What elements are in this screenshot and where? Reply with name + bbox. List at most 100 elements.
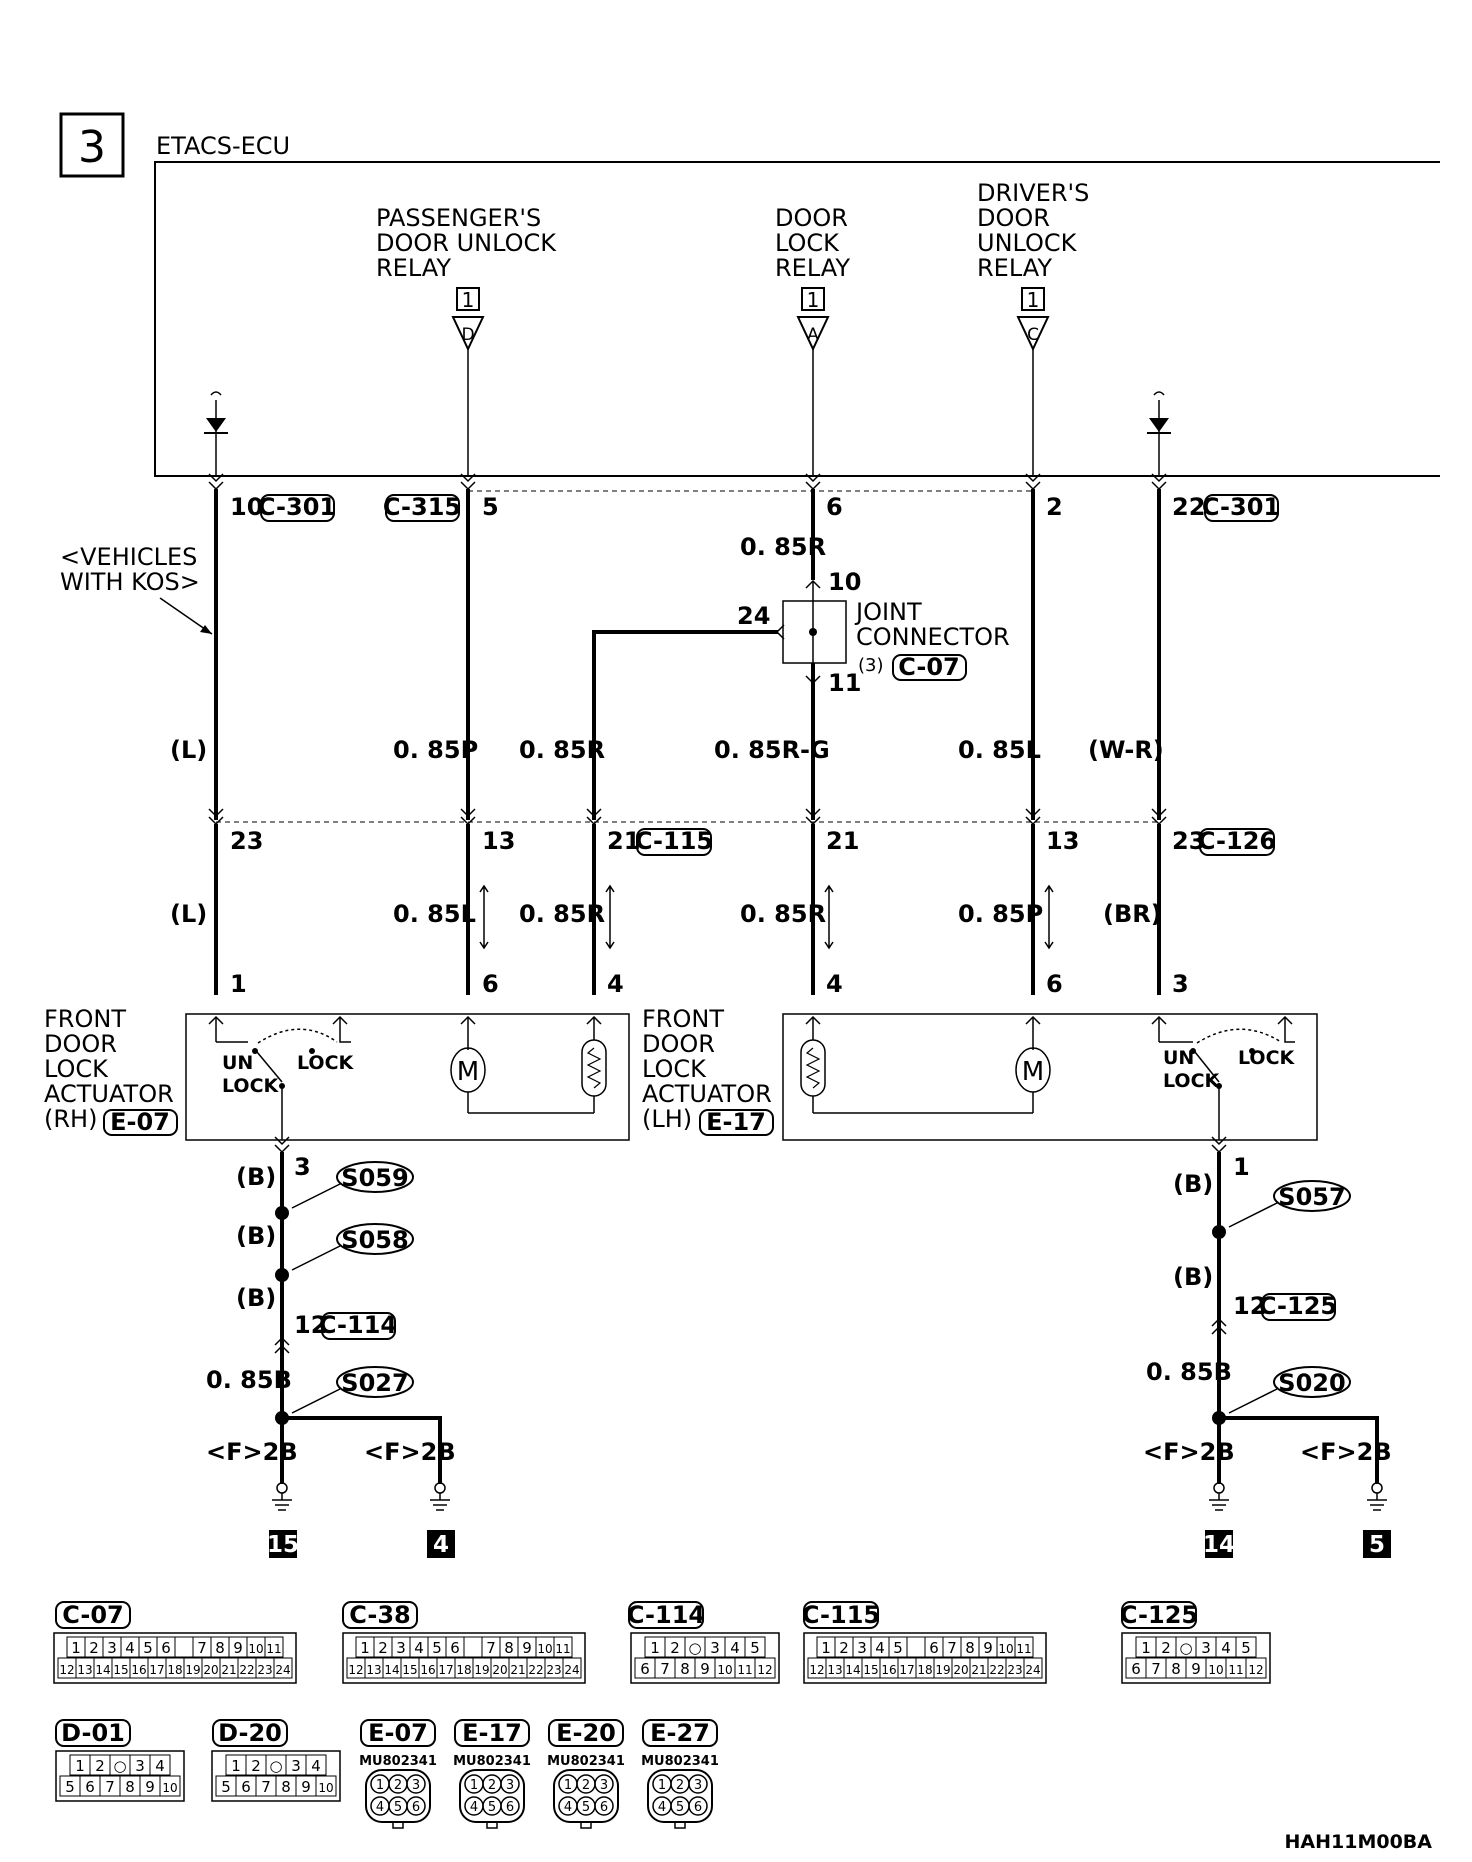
- page-number-box: [59, 112, 125, 178]
- connector-pin: 9: [145, 1778, 155, 1796]
- wire-labels-lower: (L) 0. 85L 0. 85R 0. 85R 0. 85P (BR): [170, 900, 1162, 928]
- svg-text:4: 4: [826, 970, 843, 998]
- figure-code: HAH11M00BA: [1285, 1831, 1433, 1853]
- connector-pin: 8: [680, 1660, 690, 1678]
- svg-text:E-17: E-17: [706, 1108, 766, 1136]
- connector-pin: 11: [555, 1642, 570, 1656]
- svg-text:M: M: [457, 1057, 479, 1087]
- svg-text:DOOR: DOOR: [977, 204, 1050, 232]
- connector-pin: 2: [670, 1639, 680, 1657]
- connector-pin: 14: [845, 1663, 860, 1677]
- connector-pin: 4: [875, 1639, 885, 1657]
- resistor-icon: [581, 1017, 607, 1113]
- connector-pin: 10: [1208, 1663, 1223, 1677]
- svg-text:DRIVER'S: DRIVER'S: [977, 179, 1089, 207]
- connector-pin: 3: [600, 1778, 608, 1793]
- connector-pin: 7: [197, 1639, 207, 1657]
- connector-pin: 4: [414, 1639, 424, 1657]
- svg-text:C-07: C-07: [898, 653, 960, 681]
- connector-pin: ○: [688, 1639, 701, 1657]
- svg-text:ACTUATOR: ACTUATOR: [44, 1080, 174, 1108]
- connector-pin: 19: [935, 1663, 950, 1677]
- diode-icon: [204, 418, 228, 434]
- connector-pin: 5: [143, 1639, 153, 1657]
- connector-pin: 4: [658, 1800, 666, 1815]
- svg-text:0. 85B: 0. 85B: [206, 1366, 292, 1394]
- connector-pin: 20: [953, 1663, 968, 1677]
- connector-pin: 13: [366, 1663, 381, 1677]
- svg-text:5: 5: [1369, 1532, 1385, 1558]
- connector-pin: 24: [564, 1663, 579, 1677]
- connector-pin: 1: [71, 1639, 81, 1657]
- svg-text:JOINT: JOINT: [854, 598, 922, 626]
- connector-pin: 6: [694, 1800, 702, 1815]
- part-number: MU802341: [453, 1754, 531, 1769]
- connector-pin: 6: [640, 1660, 650, 1678]
- svg-text:C: C: [1027, 325, 1039, 345]
- connector-pin: 23: [1007, 1663, 1022, 1677]
- resistor-icon: [800, 1017, 826, 1113]
- svg-text:21: 21: [607, 827, 640, 855]
- svg-text:LOCK: LOCK: [1238, 1047, 1296, 1069]
- svg-text:0. 85R: 0. 85R: [519, 736, 605, 764]
- connector-pin: 19: [185, 1663, 200, 1677]
- connector-pin: 12: [1248, 1663, 1263, 1677]
- connector-pin: 3: [396, 1639, 406, 1657]
- motor-icon: M: [1015, 1017, 1051, 1113]
- svg-text:M: M: [1022, 1057, 1044, 1087]
- connector-pin: 2: [251, 1757, 261, 1775]
- connector-pin: 3: [135, 1757, 145, 1775]
- connector-pin: 9: [1191, 1660, 1201, 1678]
- svg-text:(BR): (BR): [1103, 900, 1162, 928]
- pin-label: 6: [826, 493, 843, 521]
- connector-pin: 10: [248, 1642, 263, 1656]
- svg-text:DOOR: DOOR: [775, 204, 848, 232]
- svg-text:3: 3: [294, 1153, 311, 1181]
- connector-pin: ○: [113, 1757, 126, 1775]
- connector-pin: 11: [266, 1642, 281, 1656]
- connector-pin: 5: [893, 1639, 903, 1657]
- svg-text:21: 21: [826, 827, 859, 855]
- connector-face-label: D-20: [218, 1719, 282, 1747]
- connector-pin: 4: [125, 1639, 135, 1657]
- ground-icon: [272, 1482, 292, 1511]
- connector-pin-circle: [594, 1774, 614, 1794]
- svg-text:(L): (L): [170, 900, 207, 928]
- connector-pin-circle: [688, 1796, 708, 1816]
- connector-pin: 2: [378, 1639, 388, 1657]
- connector-pin: 1: [360, 1639, 370, 1657]
- svg-text:<F>2B: <F>2B: [1300, 1438, 1392, 1466]
- connector-tag-label: C-301: [258, 493, 336, 521]
- connector-pin: 8: [504, 1639, 514, 1657]
- connector-pin: 20: [492, 1663, 507, 1677]
- svg-text:FRONT: FRONT: [44, 1005, 126, 1033]
- ecu-internal-lines: [210, 349, 1165, 476]
- connector-pin: 5: [1241, 1639, 1251, 1657]
- connector-pin: 13: [827, 1663, 842, 1677]
- svg-text:E-07: E-07: [110, 1108, 170, 1136]
- connector-pin: 7: [486, 1639, 496, 1657]
- connector-pin: 5: [488, 1800, 496, 1815]
- mid-pin-labels: 23 13 21 C-115 21 13 23 C-126: [230, 827, 1276, 856]
- connector-pin: 5: [582, 1800, 590, 1815]
- pin-label: 22: [1172, 493, 1205, 521]
- svg-text:13: 13: [482, 827, 515, 855]
- connector-pin-circle: [594, 1796, 614, 1816]
- connector-pin: 23: [546, 1663, 561, 1677]
- connector-pin: 9: [301, 1778, 311, 1796]
- connector-pin: ○: [1179, 1639, 1192, 1657]
- connector-pin: 21: [510, 1663, 525, 1677]
- page-number: 3: [78, 122, 106, 173]
- svg-text:<F>2B: <F>2B: [206, 1438, 298, 1466]
- svg-text:S057: S057: [1278, 1183, 1345, 1211]
- connector-pin: 10: [318, 1781, 333, 1795]
- connector-pin: 15: [402, 1663, 417, 1677]
- connector-pin: 2: [582, 1778, 590, 1793]
- connector-pin: ○: [269, 1757, 282, 1775]
- pin-label: 10: [230, 493, 263, 521]
- svg-text:1: 1: [230, 970, 247, 998]
